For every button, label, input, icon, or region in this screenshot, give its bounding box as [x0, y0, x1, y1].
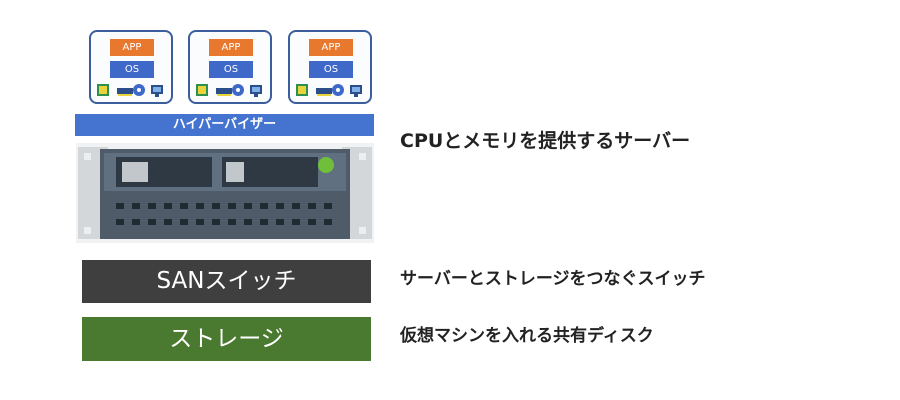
disk-icon [133, 84, 145, 96]
cpu-icon [97, 84, 109, 96]
app-layer: APP [209, 39, 253, 56]
network-icon [151, 85, 163, 97]
storage-description: 仮想マシンを入れる共有ディスク [400, 326, 654, 346]
hypervisor-bar: ハイパーバイザー [75, 114, 374, 136]
memory-icon [316, 88, 332, 96]
cpu-icon [196, 84, 208, 96]
os-layer: OS [110, 61, 154, 78]
server-description: CPUとメモリを提供するサーバー [400, 130, 691, 152]
disk-icon [232, 84, 244, 96]
network-icon [350, 85, 362, 97]
os-layer: OS [309, 61, 353, 78]
vm-box: APP OS [188, 30, 272, 104]
cpu-icon [296, 84, 308, 96]
storage-box: ストレージ [82, 317, 371, 361]
vm-box: APP OS [89, 30, 173, 104]
network-icon [250, 85, 262, 97]
san-switch-description: サーバーとストレージをつなぐスイッチ [400, 269, 706, 289]
app-layer: APP [110, 39, 154, 56]
disk-icon [332, 84, 344, 96]
vm-box: APP OS [288, 30, 372, 104]
memory-icon [117, 88, 133, 96]
san-switch-box: SANスイッチ [82, 260, 371, 303]
memory-icon [216, 88, 232, 96]
virtual-hardware-icons [97, 84, 163, 97]
os-layer: OS [209, 61, 253, 78]
virtual-hardware-icons [296, 84, 362, 97]
app-layer: APP [309, 39, 353, 56]
virtual-hardware-icons [196, 84, 262, 97]
server-icon [76, 143, 374, 243]
